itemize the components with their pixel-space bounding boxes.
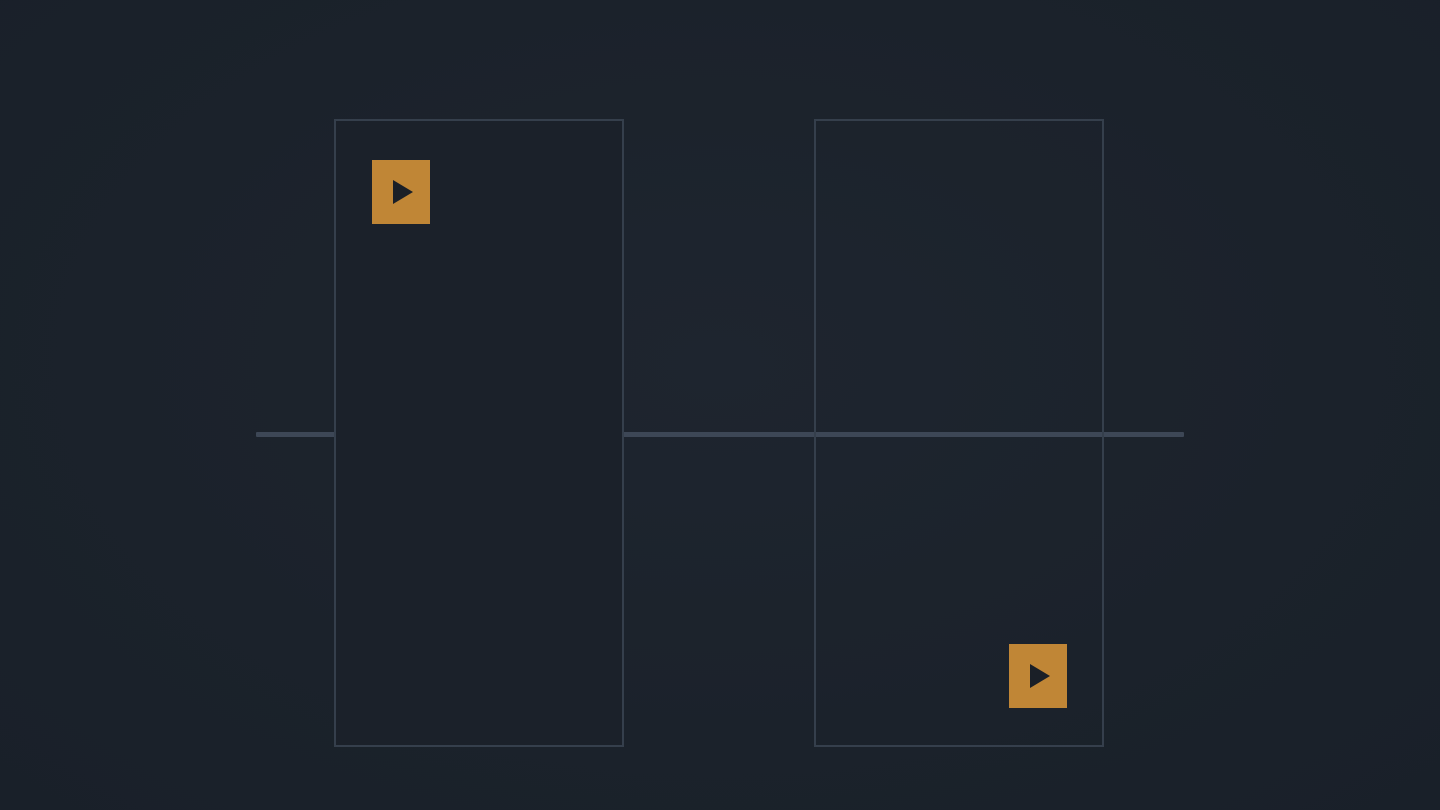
right-play-button[interactable]	[1009, 644, 1067, 708]
track-line	[256, 432, 1184, 437]
play-icon	[372, 160, 430, 224]
right-panel	[814, 119, 1104, 747]
left-play-button[interactable]	[372, 160, 430, 224]
play-icon	[1009, 644, 1067, 708]
